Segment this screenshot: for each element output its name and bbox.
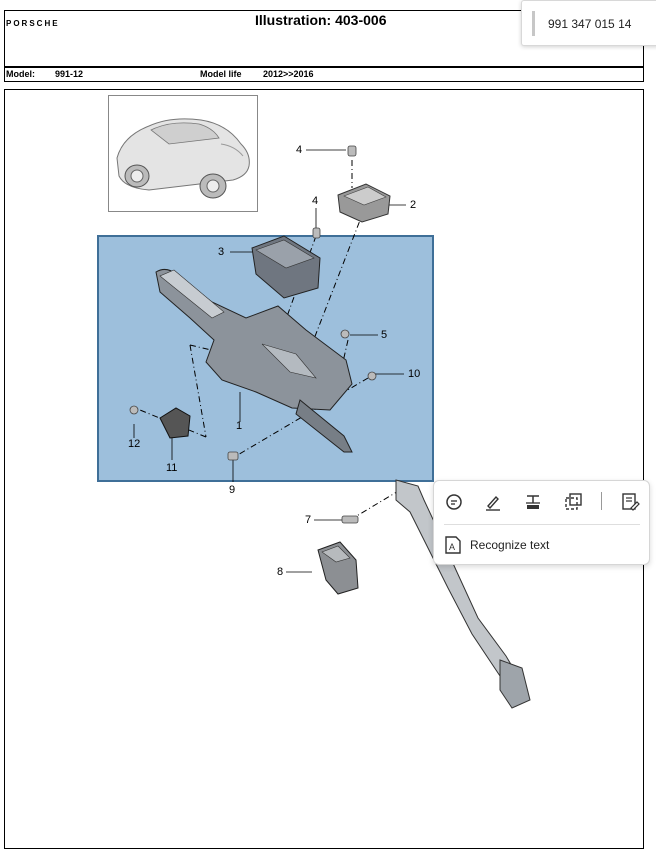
callout-2: 2: [410, 199, 417, 211]
callout-10: 10: [408, 368, 421, 380]
callout-12: 12: [128, 438, 141, 450]
car-thumbnail: [108, 95, 258, 212]
toolbar-divider: [444, 524, 640, 525]
callout-4: 4: [312, 195, 319, 207]
callout-5: 5: [381, 329, 388, 341]
area-select-icon[interactable]: [563, 492, 583, 512]
highlight-pen-icon[interactable]: [483, 492, 503, 512]
porsche-logo: PORSCHE: [6, 19, 60, 28]
callout-3: 3: [218, 246, 225, 258]
callout-8: 8: [277, 566, 284, 578]
model-life-label: Model life: [200, 69, 242, 79]
part-number-value: 991 347 015 14: [548, 17, 632, 31]
model-life-value: 2012>>2016: [263, 69, 314, 79]
model-value: 991-12: [55, 69, 84, 79]
callout-9: 9: [229, 484, 236, 496]
model-bar: Model: 991-12 Model life 2012>>2016: [4, 67, 644, 82]
comment-icon[interactable]: [444, 492, 464, 512]
edit-text-icon[interactable]: [620, 492, 640, 512]
callout-1: 1: [236, 420, 243, 432]
car-icon: [116, 118, 250, 199]
recognize-text-icon: A: [444, 535, 462, 560]
callout-11: 11: [166, 462, 178, 474]
callout-4-top: 4: [296, 144, 303, 156]
model-label: Model:: [6, 69, 35, 79]
selection-toolbar: A Recognize text: [433, 480, 650, 565]
toolbar-separator: [601, 492, 602, 510]
callout-7: 7: [305, 514, 312, 526]
part-number-search-chip[interactable]: 991 347 015 14: [521, 0, 656, 46]
recognize-text-label: Recognize text: [470, 538, 550, 552]
strikethrough-icon[interactable]: [523, 492, 543, 512]
text-cursor-bar: [532, 11, 535, 36]
recognize-text-button[interactable]: A Recognize text: [442, 533, 642, 557]
illustration-title: Illustration: 403-006: [255, 12, 387, 28]
svg-text:A: A: [449, 542, 455, 552]
